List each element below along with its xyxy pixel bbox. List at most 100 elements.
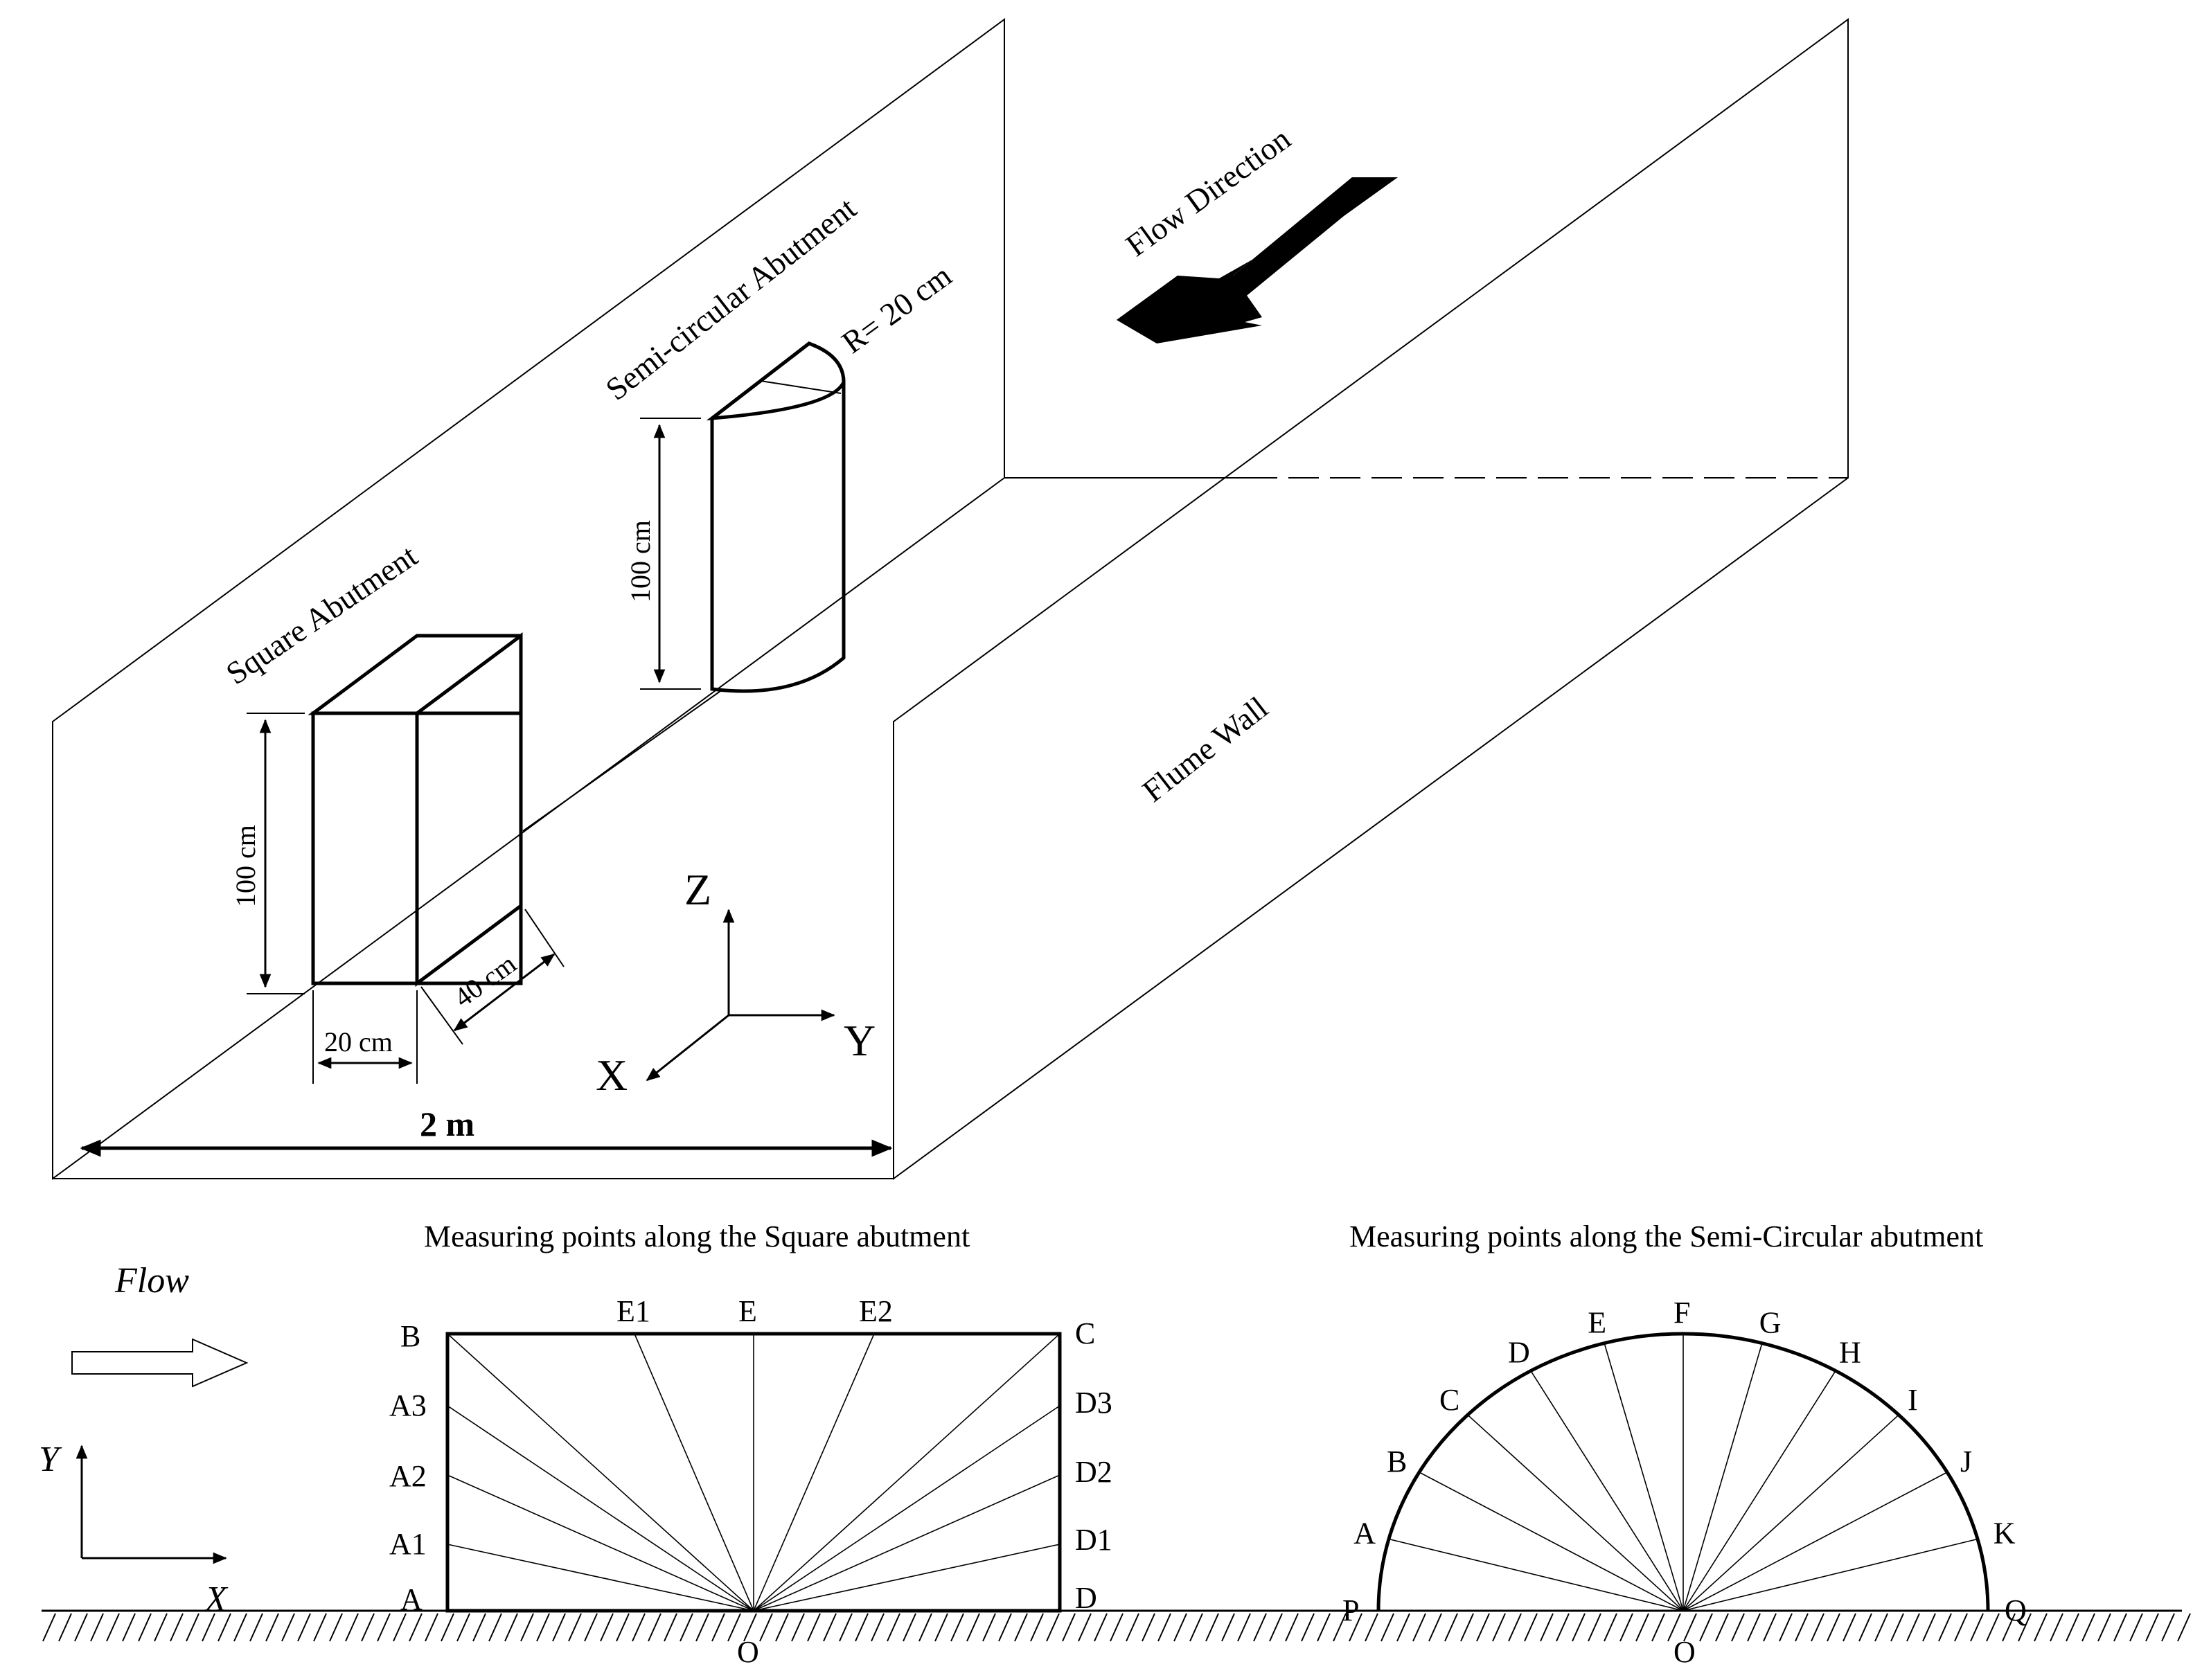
hatch-mark [1954, 1613, 1968, 1642]
hatch-mark [1795, 1613, 1809, 1642]
hatch-mark [1126, 1613, 1139, 1642]
label-D1: D1 [1075, 1523, 1112, 1557]
hatch-mark [918, 1613, 932, 1642]
semi-measure-ray [1467, 1414, 1684, 1611]
hatch-mark [377, 1613, 391, 1642]
hatch-mark [1444, 1613, 1458, 1642]
hatch-mark [456, 1613, 470, 1642]
semi-measure-ray [1682, 1343, 1763, 1611]
hatch-mark [1253, 1613, 1267, 1642]
hatch-mark [1396, 1613, 1410, 1642]
semi-height-dimension [640, 418, 701, 690]
square-measure-ray [447, 1333, 754, 1611]
hatch-mark [1667, 1613, 1681, 1642]
hatch-mark [1365, 1613, 1378, 1642]
square-measure-ray [447, 1544, 754, 1611]
hatch-mark [568, 1613, 582, 1642]
hatch-mark [934, 1613, 948, 1642]
hatch-mark [791, 1613, 805, 1642]
hatch-mark [1030, 1613, 1044, 1642]
flume-wall-label: Flume Wall [1136, 690, 1275, 809]
ground-line [42, 1609, 2191, 1642]
hatch-mark [1285, 1613, 1299, 1642]
hatch-mark [1635, 1613, 1649, 1642]
bed-line [522, 690, 721, 832]
semicircular-abutment-3d [706, 341, 846, 693]
square-measure-ray [753, 1333, 1060, 1611]
flume-back-wall [52, 18, 1005, 1180]
hatch-mark [58, 1613, 72, 1642]
flow-legend: Flow Y X [39, 1261, 249, 1619]
hatch-mark [2145, 1613, 2159, 1642]
hatch-mark [2113, 1613, 2127, 1642]
hatch-mark [887, 1613, 900, 1642]
hatch-mark [2129, 1613, 2143, 1642]
hatch-mark [2161, 1613, 2175, 1642]
hatch-mark [632, 1613, 646, 1642]
width-label: 20 cm [324, 1026, 393, 1057]
hatch-mark [950, 1613, 964, 1642]
semi-point-label: F [1673, 1296, 1690, 1330]
hatch-mark [616, 1613, 630, 1642]
hatch-mark [1110, 1613, 1124, 1642]
hatch-mark [106, 1613, 120, 1642]
hatch-mark [2097, 1613, 2111, 1642]
semi-point-label: K [1994, 1517, 2016, 1551]
semi-point-label: H [1839, 1336, 1861, 1370]
hatch-mark [1922, 1613, 1936, 1642]
radius-label: R= 20 cm [835, 258, 958, 360]
hatch-mark [966, 1613, 980, 1642]
hatch-mark [202, 1613, 215, 1642]
semi-measure-ray [1682, 1370, 1836, 1611]
hatch-mark [648, 1613, 662, 1642]
hatch-mark [1683, 1613, 1697, 1642]
hatch-mark [2034, 1613, 2048, 1642]
hatch-mark [1588, 1613, 1601, 1642]
hatch-mark [1062, 1613, 1076, 1642]
flume-3d-view: Square Abutment Semi-circular Abutment F… [52, 18, 1849, 1180]
hatch-mark [1205, 1613, 1219, 1642]
label-C: C [1075, 1316, 1095, 1350]
label-A3: A3 [389, 1388, 427, 1422]
hatch-mark [1476, 1613, 1490, 1642]
hatch-mark [1014, 1613, 1028, 1642]
hatch-mark [1173, 1613, 1187, 1642]
square-measure-ray [753, 1474, 1060, 1611]
semi-measure-ray [1682, 1538, 1978, 1611]
hatch-mark [982, 1613, 996, 1642]
flow-direction-label: Flow Direction [1119, 120, 1297, 263]
hatch-mark [855, 1613, 869, 1642]
hatch-mark [361, 1613, 375, 1642]
semi-measure-ray [1530, 1370, 1684, 1611]
hatch-mark [2018, 1613, 2032, 1642]
hatch-mark [600, 1613, 614, 1642]
label-E2: E2 [859, 1294, 893, 1328]
hatch-mark [903, 1613, 916, 1642]
hatch-mark [170, 1613, 184, 1642]
square-abutment-label: Square Abutment [220, 538, 424, 692]
label-D3: D3 [1075, 1386, 1112, 1420]
hatch-mark [2066, 1613, 2079, 1642]
semi-point-label: B [1387, 1445, 1407, 1478]
hatch-mark [1540, 1613, 1554, 1642]
hatch-mark [1747, 1613, 1761, 1642]
semicircular-abutment-label: Semi-circular Abutment [599, 190, 863, 407]
hatch-mark [775, 1613, 789, 1642]
hatch-mark [345, 1613, 359, 1642]
hatch-mark [393, 1613, 407, 1642]
hatch-mark [1142, 1613, 1155, 1642]
hatch-mark [1333, 1613, 1347, 1642]
hatch-mark [249, 1613, 263, 1642]
square-height-dimension [247, 713, 305, 994]
square-origin-label: O [737, 1635, 759, 1669]
label-A2: A2 [389, 1459, 427, 1493]
square-measure-ray [447, 1474, 754, 1611]
hatch-mark [504, 1613, 518, 1642]
hatch-mark [1843, 1613, 1856, 1642]
xyz-axes [646, 909, 835, 1082]
semi-point-label: Q [2005, 1593, 2027, 1627]
hatch-mark [1524, 1613, 1538, 1642]
hatch-mark [520, 1613, 534, 1642]
square-measure-ray [634, 1333, 754, 1611]
hatch-mark [584, 1613, 598, 1642]
